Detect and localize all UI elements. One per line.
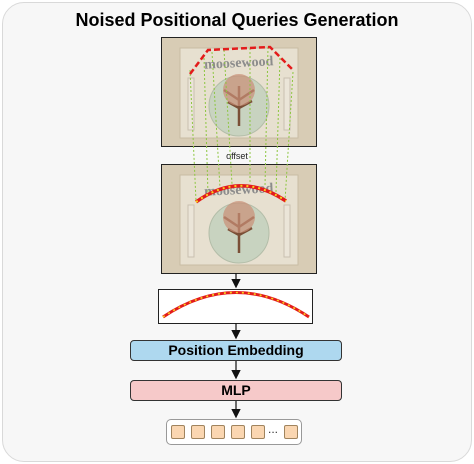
mlp-block: MLP	[130, 380, 342, 401]
diagram-title: Noised Positional Queries Generation	[75, 10, 399, 30]
offset-lines	[189, 46, 294, 202]
input-image-offset-queries: moosewood	[161, 164, 317, 274]
initial-query-polyline	[189, 45, 294, 75]
position-embedding-block: Position Embedding	[130, 340, 342, 361]
query-token	[171, 425, 185, 439]
photo-lettering: moosewood	[204, 54, 274, 73]
query-token	[191, 425, 205, 439]
query-token	[284, 425, 298, 439]
query-token	[251, 425, 265, 439]
query-token	[211, 425, 225, 439]
query-token	[231, 425, 245, 439]
offset-query-curve	[194, 184, 287, 204]
ellipsis: ...	[268, 422, 279, 436]
output-query-tokens: ...	[166, 419, 302, 445]
offset-label: offset	[226, 151, 248, 161]
